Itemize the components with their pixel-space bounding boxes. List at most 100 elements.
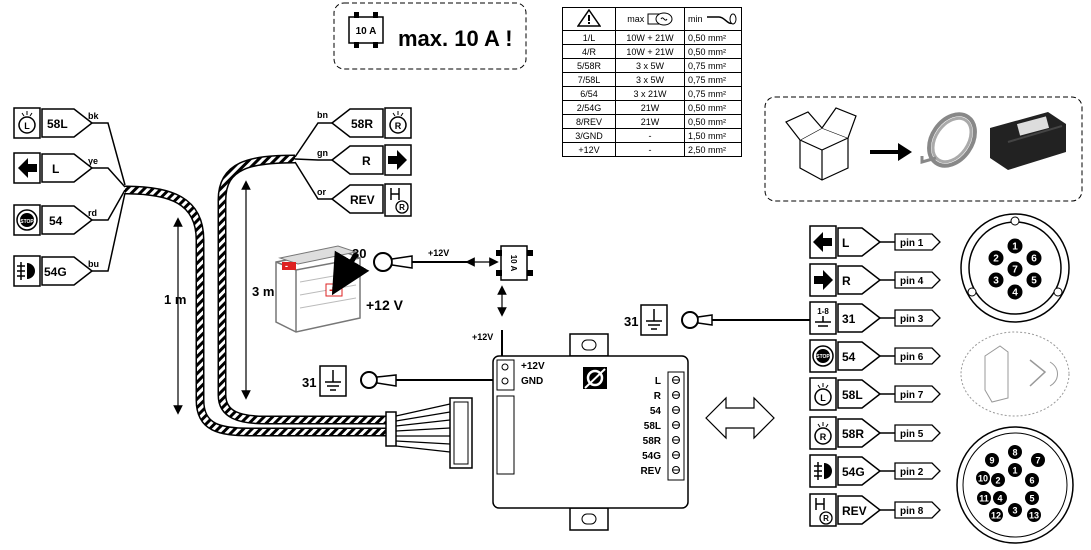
socket-pin — [1027, 508, 1041, 522]
pin-tag-label: pin 6 — [900, 352, 924, 363]
signal-tag — [837, 303, 882, 333]
ground-right: 31 — [624, 304, 713, 336]
wire-color-gn: gn — [317, 148, 328, 158]
ground-left-terminal: 31 — [302, 375, 316, 390]
pin-tag-label: pin 1 — [900, 238, 924, 249]
spec-table-row: +12V-2,50 mm² — [562, 142, 742, 157]
pin-tag — [894, 271, 941, 289]
fuse-rating-label: 10 A — [356, 26, 377, 37]
mid-tag-r-label: R — [362, 154, 371, 168]
socket-pin — [985, 453, 999, 467]
module-out-r: R — [654, 391, 662, 402]
socket-pin — [1008, 445, 1022, 459]
reverse-icon: R — [390, 188, 409, 214]
pin-tag — [894, 501, 941, 519]
socket-pin — [993, 491, 1007, 505]
lamp-r-icon: R — [389, 111, 407, 134]
mid-cable-length: 3 m — [252, 284, 274, 299]
spec-col-min: min — [688, 14, 703, 24]
svg-text:L: L — [820, 393, 826, 403]
socket-pin-number: 3 — [993, 276, 999, 287]
reverse-icon: R — [815, 498, 833, 525]
svg-text:+: + — [329, 282, 337, 298]
spec-max-power-cell: 21W — [615, 100, 685, 115]
socket-pin — [1007, 284, 1023, 300]
fog-light-icon — [17, 262, 35, 280]
spec-min-section-cell: 0,75 mm² — [684, 72, 742, 87]
battery-voltage: +12 V — [366, 297, 404, 313]
terminal-30-label: 30 — [352, 246, 366, 261]
fog-light-icon — [814, 462, 832, 480]
pin-tag — [894, 385, 941, 403]
module-out-54g: 54G — [642, 451, 661, 462]
left-tag-54-label: 54 — [49, 214, 63, 228]
pin-tag — [894, 233, 941, 251]
spec-min-section-cell: 0,50 mm² — [684, 114, 742, 129]
signal-tag — [837, 227, 882, 257]
ground-right-terminal: 31 — [624, 314, 638, 329]
lamp-l-icon: L — [814, 383, 832, 406]
socket-pin — [976, 471, 990, 485]
spec-circuit-cell: 6/54 — [562, 86, 616, 101]
svg-text:R: R — [395, 121, 402, 131]
spec-min-section-cell: 0,75 mm² — [684, 86, 742, 101]
wire-color-bk: bk — [88, 111, 99, 121]
socket-pin — [1026, 272, 1042, 288]
spec-min-section-cell: 1,50 mm² — [684, 128, 742, 143]
svg-text:STOP: STOP — [816, 354, 830, 360]
battery: - + +12 V — [275, 245, 404, 333]
left-tag-54g: 54G — [13, 255, 94, 287]
signal-tag-label: 58L — [842, 388, 863, 402]
power-lead: 30 +12V 10 A +12V — [352, 245, 533, 365]
mid-tag-r: R — [330, 144, 412, 176]
module-out-58l: 58L — [644, 421, 661, 432]
socket-pin — [991, 473, 1005, 487]
stop-icon: STOP — [16, 209, 38, 231]
svg-text:R: R — [820, 432, 827, 442]
left-tag-l-label: L — [52, 162, 59, 176]
module-in-12v: +12V — [521, 361, 545, 372]
socket-pin-number: 1 — [1012, 466, 1017, 476]
double-arrow-icon — [705, 396, 775, 440]
left-tag-58l-label: 58L — [47, 117, 68, 131]
socket-side-view — [960, 331, 1070, 417]
mid-tag-rev-label: REV — [350, 193, 375, 207]
arrow-right-icon — [814, 270, 833, 290]
spec-max-power-cell: - — [615, 128, 685, 143]
module-feed-label: +12V — [472, 332, 493, 342]
socket-pin — [1031, 453, 1045, 467]
socket-pin-number: 6 — [1029, 476, 1034, 486]
socket-pin-number: 8 — [1012, 448, 1017, 458]
spec-circuit-cell: 8/REV — [562, 114, 616, 129]
spec-table-header: max min — [562, 7, 742, 31]
arrow-left-icon — [18, 158, 37, 178]
mid-harness: 58R R R REV R bn g — [217, 107, 412, 425]
svg-text:STOP: STOP — [20, 219, 34, 225]
signal-tag-label: 31 — [842, 312, 856, 326]
socket-pin-number: 2 — [993, 254, 999, 265]
power-wire-label: +12V — [428, 248, 449, 258]
module-out-54: 54 — [650, 406, 662, 417]
package-contents — [764, 96, 1083, 202]
signal-tag-label: 58R — [842, 427, 864, 441]
module-out-58r: 58R — [643, 436, 662, 447]
cable-coil-photo — [920, 112, 977, 168]
socket-pin-number: 7 — [1035, 456, 1040, 466]
wire-color-bu: bu — [88, 259, 99, 269]
wire-color-rd: rd — [88, 208, 97, 218]
module-in-gnd: GND — [521, 376, 543, 387]
spec-max-power-cell: 3 x 5W — [615, 72, 685, 87]
socket-pin-number: 5 — [1031, 276, 1037, 287]
signal-tag — [837, 265, 882, 295]
socket-pin — [1025, 491, 1039, 505]
